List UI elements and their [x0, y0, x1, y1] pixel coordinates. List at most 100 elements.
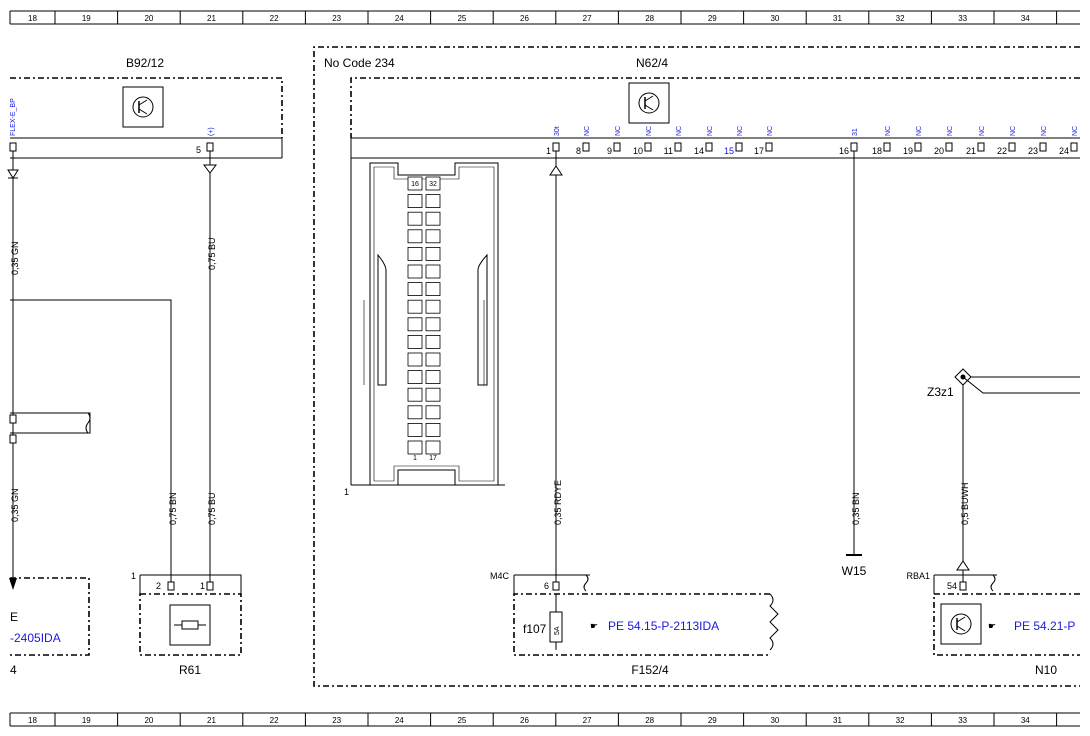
connector-cavity — [407, 194, 423, 209]
n62-pin — [914, 142, 922, 152]
n62-pin-signal: NC — [979, 126, 986, 136]
n62-pin-signal: NC — [676, 126, 683, 136]
n62-pin-signal: NC — [1072, 126, 1079, 136]
f152-label: F152/4 — [631, 663, 669, 677]
connector-cavity — [407, 282, 423, 297]
connector-cavity — [425, 299, 441, 314]
pin-label-flex: FLEX-E_BP — [10, 98, 17, 136]
ruler-col-label: 22 — [270, 716, 279, 725]
connector-cavity — [425, 229, 441, 244]
n62-pin — [582, 142, 590, 152]
m4c-label: M4C — [490, 571, 510, 581]
r61-label: R61 — [179, 663, 201, 677]
n62-pin-number: 10 — [633, 146, 643, 156]
n10-link[interactable]: PE 54.21-P — [1014, 619, 1075, 633]
n62-pin-number: 19 — [903, 146, 913, 156]
pin-label-plus: (+) — [208, 127, 215, 136]
no-code-234-box: No Code 234 — [313, 46, 1080, 687]
n62-pin-number: 21 — [966, 146, 976, 156]
connector-cavity — [407, 211, 423, 226]
ruler-col-label: 20 — [144, 716, 153, 725]
connector-cavity — [407, 422, 423, 437]
wire-label-bn: 0,75 BN — [168, 492, 178, 525]
connector-cavity — [425, 334, 441, 349]
n62-pin — [735, 142, 743, 152]
connector-cavity — [425, 370, 441, 385]
n62-pin — [977, 142, 985, 152]
fuse-rating: 5A — [554, 626, 561, 635]
r61-pin2: 2 — [156, 581, 161, 591]
b92-12-label: B92/12 — [126, 56, 164, 70]
f152-link[interactable]: PE 54.15-P-2113IDA — [608, 619, 719, 633]
wire-bn-035: 0,35 BN W15 — [842, 151, 867, 578]
r61-ref: 1 — [131, 571, 136, 581]
n62-pin — [613, 142, 621, 152]
hand-pointer-icon[interactable]: ☛ — [988, 621, 996, 631]
w15-label: W15 — [842, 564, 867, 578]
ruler-col-label: 28 — [645, 14, 654, 23]
connector-cavity — [407, 299, 423, 314]
ruler-col-label: 22 — [270, 14, 279, 23]
grid-top-right: 32 — [429, 181, 437, 188]
n62-pin-number: 14 — [694, 146, 704, 156]
ruler-col-label: 34 — [1021, 716, 1030, 725]
n62-pin — [945, 142, 953, 152]
n62-pin-signal: 30t — [554, 126, 561, 136]
connector-cavity — [425, 211, 441, 226]
n62-pin-signal: NC — [767, 126, 774, 136]
n62-pin-signal: NC — [916, 126, 923, 136]
n62-pin — [1008, 142, 1016, 152]
n62-pin — [644, 142, 652, 152]
n62-pin-number: 11 — [664, 146, 673, 156]
n62-pin-number: 9 — [607, 146, 612, 156]
ruler-col-label: 33 — [958, 14, 967, 23]
connector-cavity — [425, 282, 441, 297]
connector-cavity — [407, 370, 423, 385]
n62-pin-signal: NC — [615, 126, 622, 136]
n62-pin — [765, 142, 773, 152]
ruler-col-label: 18 — [28, 716, 37, 725]
n62-pin — [1070, 142, 1078, 152]
ruler-col-label: 27 — [583, 14, 592, 23]
z3z1-splice: Z3z1 0,5 BUWH — [927, 368, 1080, 582]
ruler-col-label: 23 — [332, 14, 341, 23]
wire-label-left-bottom: 0,35 GN — [10, 488, 20, 522]
f152-pin6: 6 — [544, 581, 549, 591]
n62-pin — [552, 142, 560, 152]
connector-housing-drawing: 16 32 1 17 — [363, 162, 499, 486]
ruler-col-label: 24 — [395, 716, 404, 725]
hand-pointer-icon[interactable]: ☛ — [590, 621, 598, 631]
ruler-col-label: 20 — [144, 14, 153, 23]
n62-pin — [674, 142, 682, 152]
connector-cavity — [425, 422, 441, 437]
ruler-col-label: 21 — [207, 14, 216, 23]
ruler-col-label: 26 — [520, 14, 529, 23]
wire-label-rdye: 0,35 RDYE — [553, 480, 563, 525]
connector-cavity — [425, 405, 441, 420]
connector-cavity — [425, 352, 441, 367]
wire-label-buwh: 0,5 BUWH — [960, 482, 970, 525]
ruler-col-label: 30 — [770, 14, 779, 23]
n62-pin-number: 8 — [576, 146, 581, 156]
n62-pin-signal: 31 — [852, 128, 859, 136]
left-box-link: -2405IDA — [10, 631, 61, 645]
wire-label-bu-bottom: 0,75 BU — [207, 492, 217, 525]
connector-cavity — [407, 229, 423, 244]
ruler-col-label: 18 — [28, 14, 37, 23]
ruler-col-label: 23 — [332, 716, 341, 725]
wire-left-gn: 0,35 GN 0,35 GN — [7, 151, 91, 590]
grid-top-left: 16 — [411, 181, 419, 188]
wire-label-bn2: 0,35 BN — [851, 492, 861, 525]
connector-cavity — [425, 176, 441, 191]
ruler-col-label: 34 — [1021, 14, 1030, 23]
wire-bn-075: 0,75 BN — [10, 299, 178, 582]
n10-pin54: 54 — [947, 581, 957, 591]
ruler-col-label: 29 — [708, 716, 717, 725]
wire-label-bu-top: 0,75 BU — [207, 237, 217, 270]
n62-pin-number: 17 — [754, 146, 764, 156]
n62-pin-number: 23 — [1028, 146, 1038, 156]
ruler-col-label: 29 — [708, 14, 717, 23]
connector-cavity — [425, 317, 441, 332]
ruler-col-label: 25 — [457, 716, 466, 725]
